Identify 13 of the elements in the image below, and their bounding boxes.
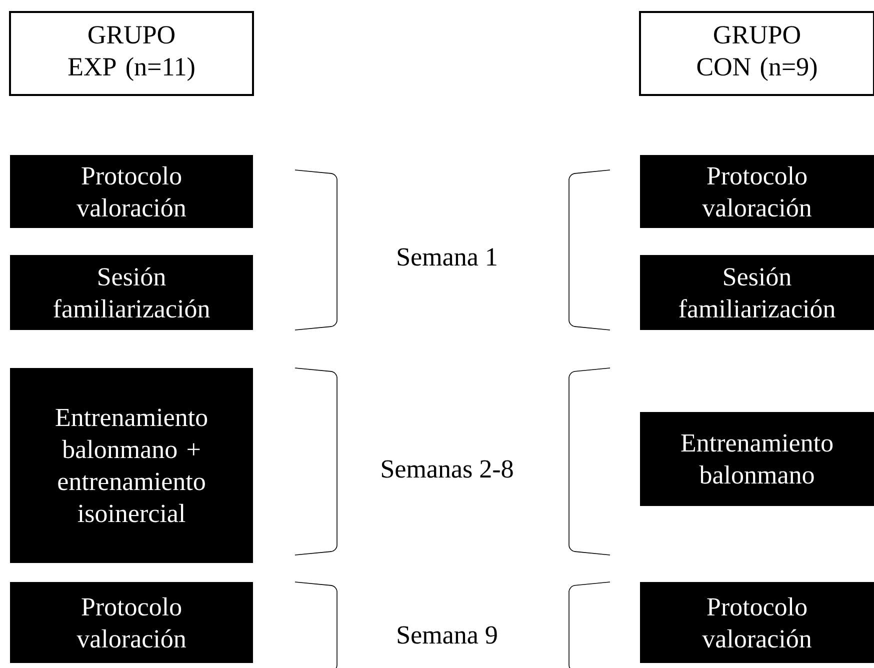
group-box: GRUPO CON (n=9) xyxy=(639,11,874,96)
group-box: GRUPO EXP (n=11) xyxy=(9,11,254,96)
step-box: Sesión familiarización xyxy=(10,255,253,330)
week-label: Semana 1 xyxy=(398,248,496,266)
step-box: Protocolo valoración xyxy=(640,582,874,663)
step-box: Protocolo valoración xyxy=(10,582,253,663)
step-box: Protocolo valoración xyxy=(10,155,253,228)
step-box: Protocolo valoración xyxy=(640,155,874,228)
step-box: Entrenamiento balonmano + entrenamiento isoinercial xyxy=(10,368,253,563)
step-box: Entrenamiento balonmano xyxy=(640,412,874,506)
week-label: Semanas 2-8 xyxy=(382,460,513,478)
week-label: Semana 9 xyxy=(398,626,497,644)
step-box: Sesión familiarización xyxy=(640,255,874,330)
